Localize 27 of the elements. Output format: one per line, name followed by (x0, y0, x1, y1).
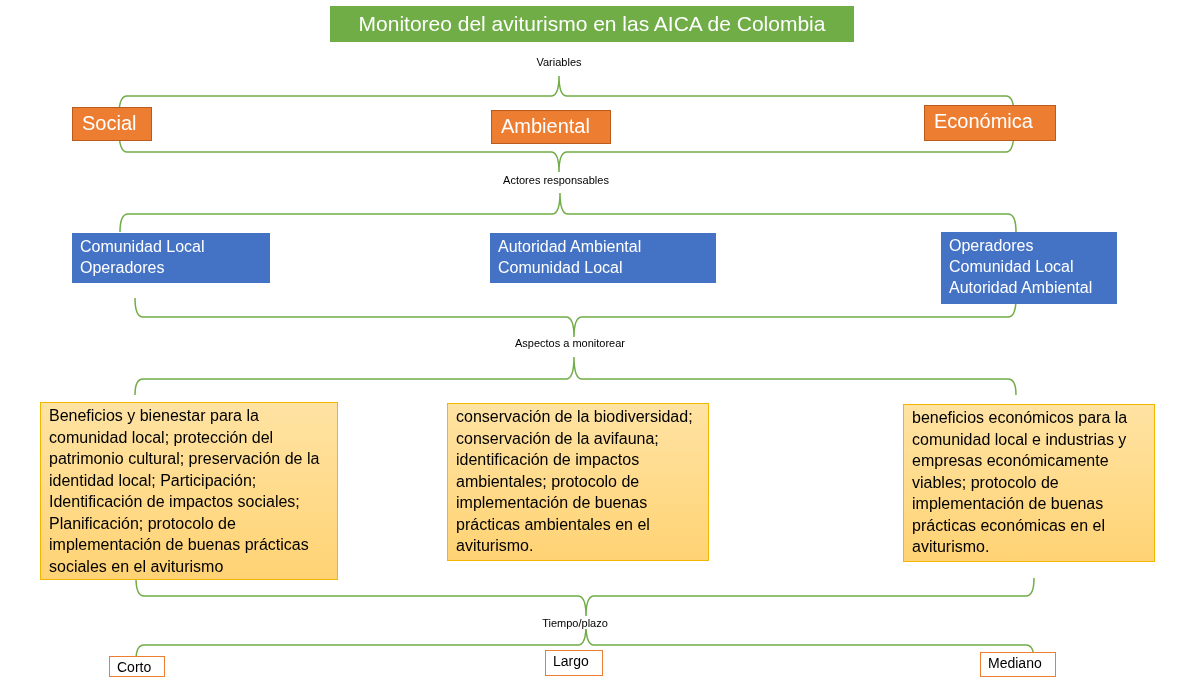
node-text: Social (82, 112, 138, 135)
actor-box (941, 232, 1117, 304)
node-text: Comunidad Local Operadores (80, 237, 206, 278)
variable-box (72, 107, 152, 141)
node-text: beneficios económicos para la comunidad local e industrias y empresas económicamente viables; protocolo de implementación de buenas prácticas económicas en el aviturismo. (912, 408, 1129, 557)
node-text: Ambiental (501, 115, 591, 138)
term-box (109, 656, 165, 677)
node-text: Operadores Comunidad Local Autoridad Ambiental (949, 236, 1094, 298)
node-text: Mediano (988, 655, 1043, 671)
node-text: conservación de la biodiversidad; conservación de la avifauna; identificación de impactos ambientales; protocolo de implementación de buenas prácticas ambientales en el aviturismo. (456, 407, 694, 556)
variable-box (924, 105, 1056, 141)
group-label: Actores responsables (501, 174, 611, 186)
node-text: Económica (934, 110, 1034, 133)
variable-box (491, 110, 611, 144)
actor-box (490, 233, 716, 283)
actor-box (72, 233, 270, 283)
term-box (980, 652, 1056, 677)
group-label: Tiempo/plazo (540, 617, 610, 629)
group-label: Aspectos a monitorear (512, 337, 628, 349)
node-text: Largo (553, 653, 590, 669)
diagram-title: Monitoreo del aviturismo en las AICA de Colombia (330, 6, 854, 42)
node-text: Beneficios y bienestar para la comunidad local; protección del patrimonio cultural; preservación de la identidad local; Participación; Identificación de impactos sociales; Planificación; protocolo de implementación de buenas prácticas sociales en el aviturismo (49, 406, 321, 577)
node-text: Corto (117, 659, 153, 675)
node-text: Autoridad Ambiental Comunidad Local (498, 237, 643, 278)
aspect-box (903, 404, 1155, 562)
group-label: Variables (534, 56, 584, 68)
term-box (545, 650, 603, 676)
